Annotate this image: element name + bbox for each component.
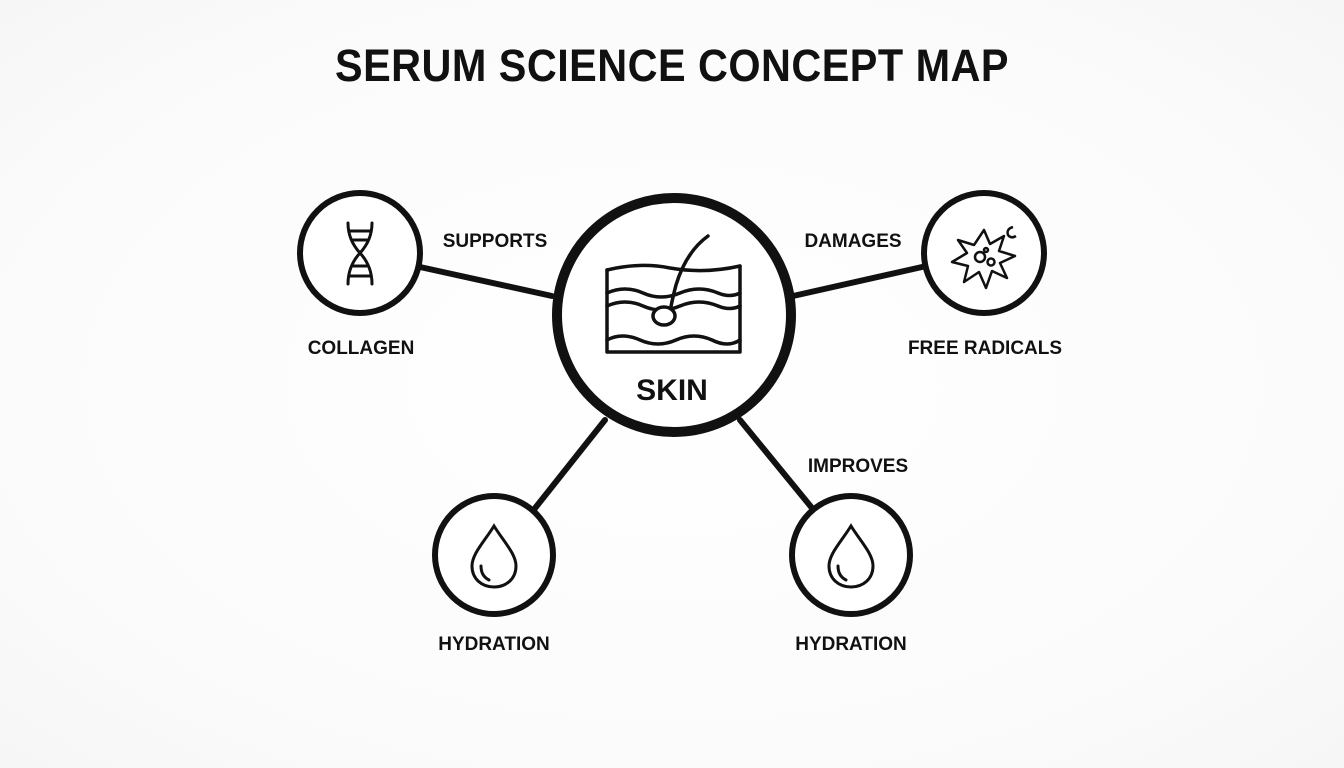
connector-free-radicals — [790, 264, 925, 299]
connector-collagen — [417, 264, 555, 299]
connector-hydration-right — [737, 417, 815, 511]
connector-hydration-left — [529, 417, 608, 515]
node-hydration-left: HYDRATION — [432, 493, 556, 655]
node-label-free-radicals: FREE RADICALS — [908, 338, 1062, 359]
center-node-label: SKIN — [636, 374, 708, 407]
skin-cross-section-icon — [605, 234, 742, 354]
node-hydration-right: HYDRATION — [789, 493, 913, 655]
node-free-radicals: FREE RADICALS — [908, 190, 1062, 359]
node-label-collagen: COLLAGEN — [308, 338, 415, 359]
relation-label-supports: SUPPORTS — [443, 231, 548, 252]
node-label-hydration-left: HYDRATION — [438, 634, 550, 655]
water-drop-icon — [827, 523, 875, 589]
relation-label-improves: IMPROVES — [808, 456, 908, 477]
node-collagen: COLLAGEN — [297, 190, 423, 359]
relation-label-damages: DAMAGES — [804, 231, 901, 252]
center-node-skin: SKIN — [552, 193, 796, 437]
page-title: SERUM SCIENCE CONCEPT MAP — [335, 40, 1009, 91]
free-radical-burst-icon — [950, 225, 1017, 290]
node-label-hydration-right: HYDRATION — [795, 634, 907, 655]
water-drop-icon — [470, 523, 518, 589]
dna-icon — [346, 221, 374, 286]
